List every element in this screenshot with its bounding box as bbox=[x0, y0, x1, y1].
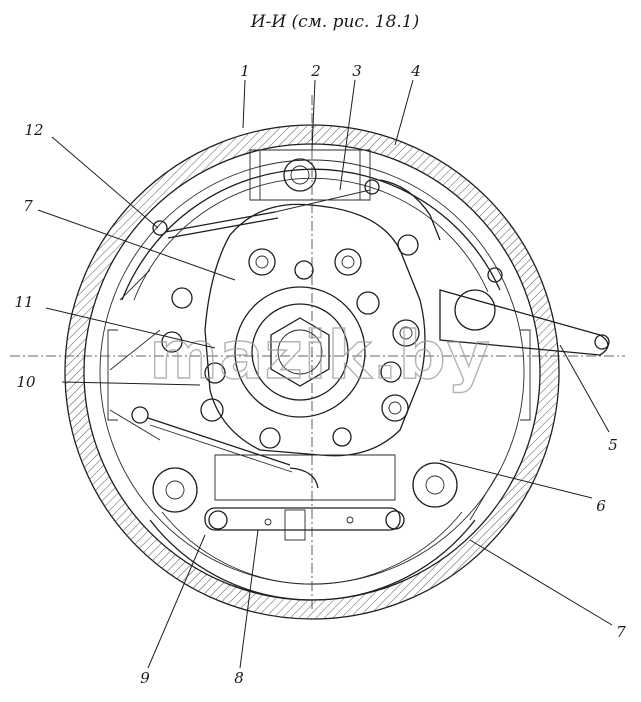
adjusting-lever bbox=[439, 267, 610, 356]
callout-6: 6 bbox=[596, 497, 606, 515]
wheel-hub bbox=[234, 286, 366, 418]
callout-3: 3 bbox=[352, 62, 362, 80]
bottom-link bbox=[204, 507, 405, 541]
lower-anchor-pins bbox=[152, 454, 458, 513]
callout-7-left: 7 bbox=[23, 197, 33, 215]
callout-8: 8 bbox=[234, 669, 244, 687]
callout-5: 5 bbox=[608, 436, 618, 454]
leader-lines bbox=[37, 79, 613, 669]
anchor-plate bbox=[204, 149, 426, 457]
callout-11: 11 bbox=[14, 293, 33, 311]
watermark-text: mazik.by bbox=[149, 317, 491, 394]
callout-7-right: 7 bbox=[616, 623, 626, 641]
callout-4: 4 bbox=[410, 62, 421, 80]
callout-12: 12 bbox=[24, 121, 43, 139]
lower-return-spring bbox=[131, 406, 319, 489]
upper-return-spring bbox=[152, 179, 441, 256]
callout-2: 2 bbox=[310, 62, 321, 80]
callout-10: 10 bbox=[16, 373, 36, 391]
section-title: И-И (см. рис. 18.1) bbox=[250, 12, 420, 32]
callout-9: 9 bbox=[140, 669, 150, 687]
callout-1: 1 bbox=[240, 62, 250, 80]
top-bleed-fitting bbox=[283, 158, 317, 192]
left-shoe-pivot bbox=[161, 287, 193, 353]
callout-labels: 1 2 3 4 5 6 7 8 9 10 11 12 7 bbox=[14, 62, 626, 687]
hub-bolts bbox=[200, 248, 420, 449]
